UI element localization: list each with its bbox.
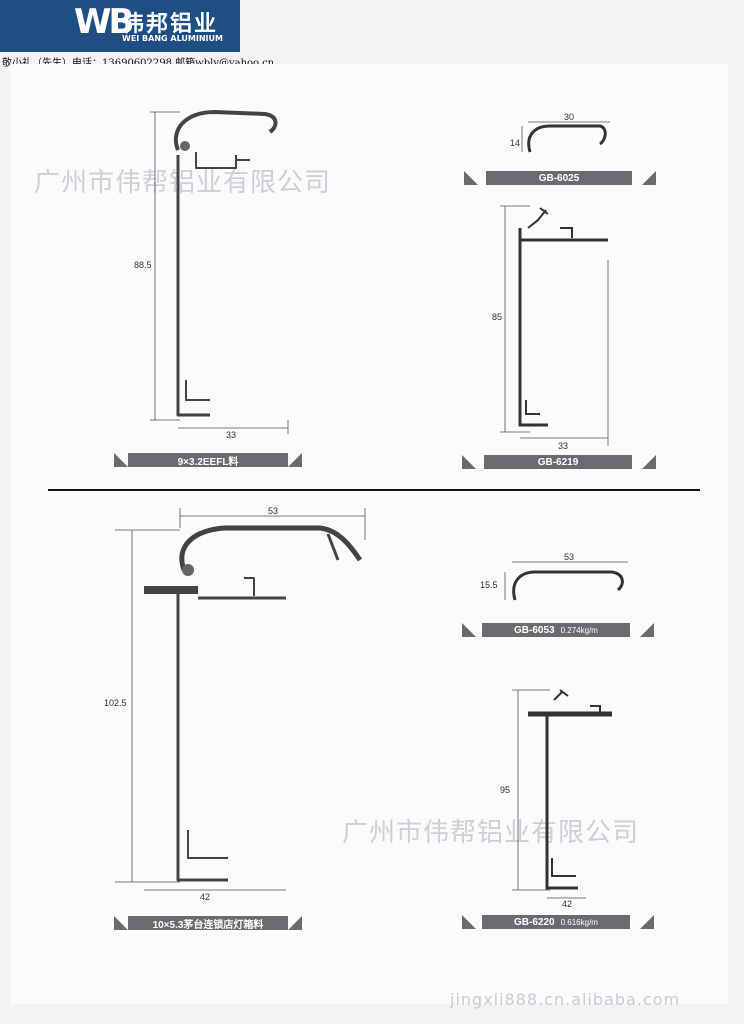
profile-4-dims — [115, 508, 366, 891]
label-arrow-right — [642, 455, 656, 469]
profile-5-weight: 0.274kg/m — [560, 625, 598, 635]
profile-4-top-width: 53 — [268, 506, 279, 516]
profile-5-drawing — [512, 570, 624, 601]
profile-6-label: GB-6220 0.616kg/m — [482, 915, 630, 929]
profile-6-weight: 0.616kg/m — [560, 917, 598, 927]
label-arrow-right — [288, 916, 302, 930]
profile-2-height: 14 — [510, 138, 521, 148]
watermark-top: 广州市伟帮铝业有限公司 — [34, 168, 332, 198]
profile-6-drawing — [528, 689, 612, 890]
label-arrow-left — [114, 453, 128, 467]
label-arrow-right — [642, 171, 656, 185]
profile-5-code: GB-6053 — [514, 624, 555, 636]
profile-1-label: 9×3.2EEFL料 — [128, 453, 288, 468]
logo-mark: WB — [74, 2, 134, 42]
profile-3-label: GB-6219 — [484, 455, 632, 469]
profile-1-dims — [150, 111, 289, 434]
profile-5-height: 15.5 — [480, 580, 498, 590]
profile-5-width: 53 — [564, 552, 575, 562]
profile-4-width: 42 — [200, 892, 211, 902]
profile-2-width: 30 — [564, 112, 575, 122]
profile-1-height: 88.5 — [134, 260, 152, 270]
profile-3-height: 85 — [492, 312, 503, 322]
profile-6-dims — [512, 689, 586, 899]
label-arrow-left — [114, 916, 128, 930]
profile-3-dims — [500, 205, 609, 446]
profile-2-drawing — [527, 124, 607, 153]
watermark-bottom: 广州市伟帮铝业有限公司 — [342, 818, 640, 848]
label-arrow-left — [462, 915, 476, 929]
profile-4-label: 10×5.3茅台连锁店灯箱料 — [128, 916, 288, 931]
profile-1-code: 9×3.2EEFL料 — [177, 456, 239, 468]
profile-6-width: 42 — [562, 899, 573, 909]
label-arrow-right — [640, 915, 654, 929]
watermark-site: jingxli888.cn.alibaba.com — [450, 990, 681, 1009]
label-arrow-left — [462, 455, 476, 469]
profile-2-dims — [521, 121, 610, 152]
label-arrow-right — [288, 453, 302, 467]
profile-4-drawing — [144, 525, 363, 882]
profile-2-code: GB-6025 — [538, 172, 580, 184]
label-arrow-right — [640, 623, 654, 637]
profile-4-code: 10×5.3茅台连锁店灯箱料 — [152, 919, 264, 931]
profile-2-label: GB-6025 — [486, 171, 632, 185]
profile-1-width: 33 — [226, 430, 237, 440]
profile-6-height: 95 — [500, 785, 511, 795]
company-name-cn: 伟邦铝业 — [122, 12, 219, 37]
profile-4-height: 102.5 — [104, 698, 127, 708]
profile-5-dims — [504, 561, 628, 600]
profile-5-label: GB-6053 0.274kg/m — [482, 623, 630, 637]
profile-1-drawing — [173, 110, 278, 417]
logo-banner — [0, 0, 240, 52]
profile-3-code: GB-6219 — [537, 456, 579, 468]
contact-info: 敬小礼（先生）电话：13690602298 邮箱wbly@yahoo.cn — [2, 54, 274, 69]
profile-6-code: GB-6220 — [514, 916, 555, 928]
label-arrow-left — [462, 623, 476, 637]
catalog-page — [10, 64, 728, 1004]
label-arrow-left — [464, 171, 478, 185]
company-name-en: WEI BANG ALUMINIUM — [122, 34, 223, 43]
profile-3-drawing — [518, 207, 608, 427]
profile-3-width: 33 — [558, 441, 569, 451]
